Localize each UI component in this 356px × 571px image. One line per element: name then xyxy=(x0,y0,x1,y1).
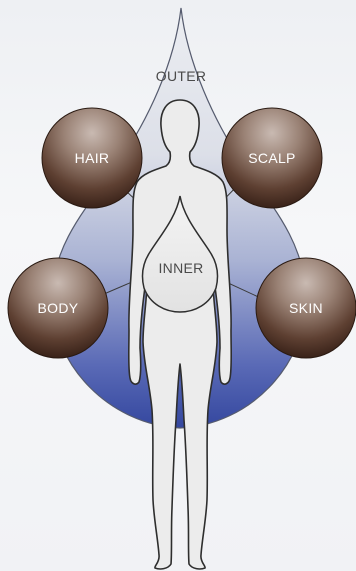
outer-label: OUTER xyxy=(156,68,207,84)
body-label: BODY xyxy=(38,300,79,316)
scalp-label: SCALP xyxy=(248,150,295,166)
skin-label: SKIN xyxy=(289,300,323,316)
hair-label: HAIR xyxy=(75,150,110,166)
inner-label: INNER xyxy=(158,260,203,276)
